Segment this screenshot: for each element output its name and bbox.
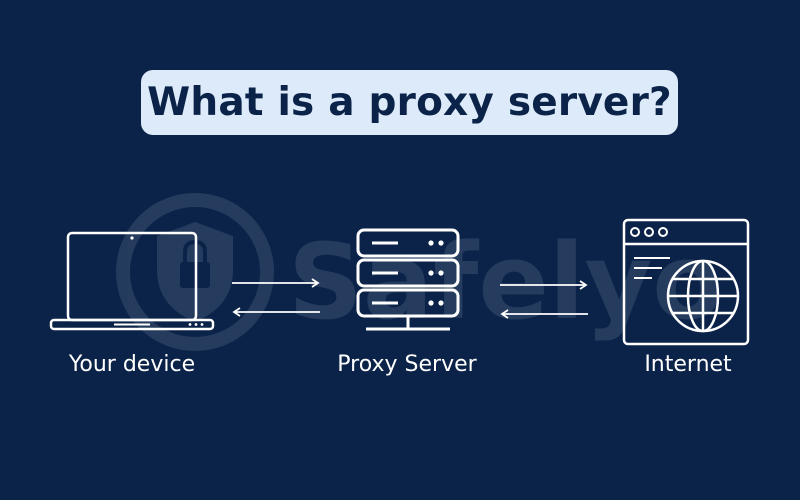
laptop-icon <box>49 231 215 331</box>
watermark-text: Safelyo <box>288 221 724 343</box>
browser-globe-icon <box>622 218 750 346</box>
proxy-server-label: Proxy Server <box>337 352 477 377</box>
title-banner: What is a proxy server? <box>141 70 678 135</box>
arrow-left-icon <box>232 307 320 317</box>
server-icon <box>356 228 460 331</box>
page-title: What is a proxy server? <box>147 80 672 125</box>
globe-icon <box>666 259 740 333</box>
device-label: Your device <box>68 352 196 377</box>
internet-label: Internet <box>644 352 732 377</box>
arrows-proxy-internet <box>500 280 588 319</box>
arrow-left-icon <box>500 309 588 319</box>
arrows-device-proxy <box>232 278 320 317</box>
arrow-right-icon <box>232 278 320 288</box>
arrow-right-icon <box>500 280 588 290</box>
